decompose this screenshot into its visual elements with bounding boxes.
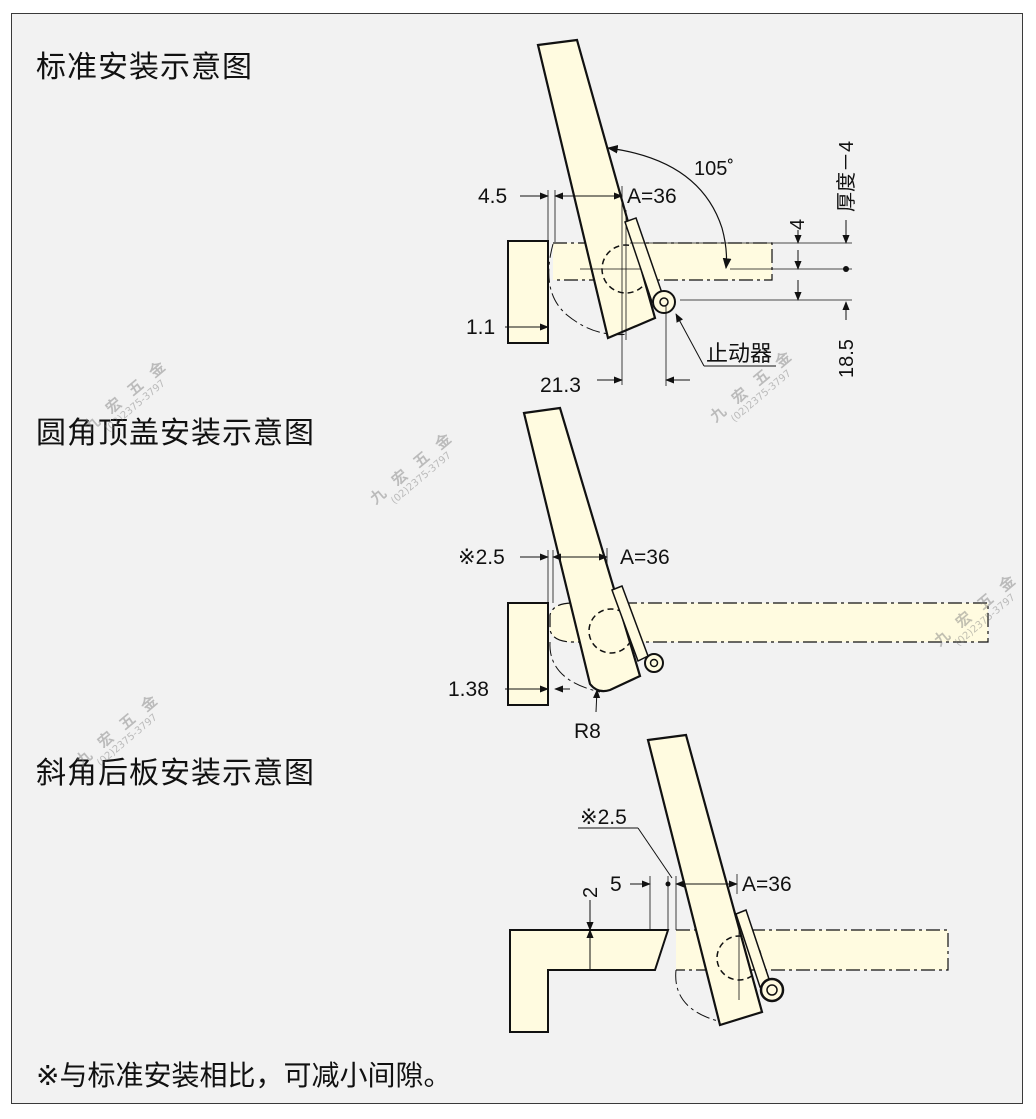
door-rotated (522, 406, 642, 693)
dim-2: 2 (580, 887, 602, 898)
dim-a-36: A=36 (742, 873, 792, 896)
bevel-diagram: ※2.5 5 A=36 2 (509, 733, 949, 1033)
dim-a-36: A=36 (627, 185, 677, 208)
stopper (652, 290, 676, 314)
dim-angle: 105˚ (694, 158, 734, 180)
dim-5: 5 (610, 873, 622, 896)
back-panel (509, 929, 670, 1033)
stopper (759, 977, 785, 1003)
label-stopper: 止动器 (706, 341, 772, 366)
dim-1-1: 1.1 (466, 316, 495, 339)
title-round-top-installation: 圆角顶盖安装示意图 (36, 416, 315, 451)
dim-r8: R8 (574, 720, 601, 743)
dim-a-36: A=36 (620, 546, 670, 569)
swing-arc (549, 641, 601, 693)
dim-4: 4 (787, 219, 809, 230)
dim-4-5: 4.5 (478, 185, 507, 208)
swing-arc (675, 969, 723, 1023)
standard-diagram: 105˚ 4.5 A=36 厚度－4 4 18.5 1.1 止动器 (466, 38, 858, 397)
stopper (644, 653, 664, 673)
door-open-outline (549, 602, 989, 643)
swing-arc (548, 243, 629, 336)
dim-18-5: 18.5 (836, 339, 858, 378)
dim-1-38: 1.38 (448, 678, 489, 701)
side-panel (507, 240, 549, 344)
dim-2-5: ※2.5 (580, 806, 627, 829)
title-standard-installation: 标准安装示意图 (36, 50, 253, 85)
dim-21-3: 21.3 (540, 374, 581, 397)
round-diagram: ※2.5 A=36 1.38 R8 (448, 406, 989, 743)
door-rotated (646, 733, 764, 1027)
dim-thickness-minus-4: 厚度－4 (835, 141, 858, 212)
footnote: ※与标准安装相比，可减小间隙。 (36, 1059, 452, 1092)
dim-2-5: ※2.5 (458, 546, 505, 569)
diagram-frame (11, 13, 1023, 1104)
title-bevel-back-installation: 斜角后板安装示意图 (36, 756, 315, 791)
side-panel (507, 602, 549, 706)
